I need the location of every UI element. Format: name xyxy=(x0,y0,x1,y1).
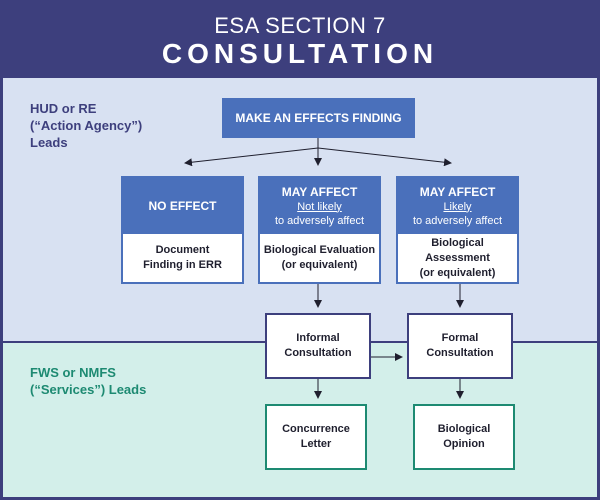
category-detail: to adversely affect xyxy=(274,214,365,227)
services-label: FWS or NMFS (“Services”) Leads xyxy=(30,364,180,398)
category-title: MAY AFFECT xyxy=(419,184,496,199)
header-banner: ESA SECTION 7 CONSULTATION xyxy=(0,0,600,78)
action-agency-label: HUD or RE (“Action Agency”) Leads xyxy=(30,100,180,151)
no-effect-box: NO EFFECT Document Finding in ERR xyxy=(121,176,244,284)
diagram-title: CONSULTATION xyxy=(161,38,439,69)
formal-consultation-box: Formal Consultation xyxy=(407,313,513,379)
services-label-line: (“Services”) Leads xyxy=(30,382,147,397)
action-agency-label-line: Leads xyxy=(30,135,68,150)
category-body-line: (or equivalent) xyxy=(281,259,358,271)
consultation-label-line: Consultation xyxy=(426,347,494,359)
category-body: Biological Assessment (or equivalent) xyxy=(398,234,517,282)
category-qualifier: Likely xyxy=(443,200,472,213)
category-body-line: (or equivalent) xyxy=(419,266,496,279)
concurrence-letter-box: Concurrence Letter xyxy=(265,404,367,470)
category-body-line: Biological Evaluation xyxy=(263,244,376,256)
category-qualifier: Not likely xyxy=(297,200,342,213)
action-agency-label-line: (“Action Agency”) xyxy=(30,118,143,133)
category-head: MAY AFFECT Not likely to adversely affec… xyxy=(260,178,379,234)
services-label-line: FWS or NMFS xyxy=(30,365,116,380)
consultation-label-line: Informal xyxy=(296,332,340,344)
category-body-line: Document xyxy=(155,244,210,256)
may-affect-not-likely-box: MAY AFFECT Not likely to adversely affec… xyxy=(258,176,381,284)
consultation-label-line: Consultation xyxy=(284,347,352,359)
category-head: NO EFFECT xyxy=(123,178,242,234)
category-body-line: Finding in ERR xyxy=(143,259,222,271)
biological-opinion-box: Biological Opinion xyxy=(413,404,515,470)
effects-finding-label: MAKE AN EFFECTS FINDING xyxy=(235,110,402,125)
diagram-subtitle: ESA SECTION 7 xyxy=(214,13,386,38)
outcome-label-line: Concurrence xyxy=(282,423,350,435)
outcome-label-line: Opinion xyxy=(443,438,485,450)
may-affect-likely-box: MAY AFFECT Likely to adversely affect Bi… xyxy=(396,176,519,284)
category-detail: to adversely affect xyxy=(412,214,503,227)
action-agency-label-line: HUD or RE xyxy=(30,101,97,116)
category-body: Biological Evaluation (or equivalent) xyxy=(260,234,379,282)
category-body-line: Biological Assessment xyxy=(425,236,490,264)
effects-finding-box: MAKE AN EFFECTS FINDING xyxy=(222,98,415,138)
informal-consultation-box: Informal Consultation xyxy=(265,313,371,379)
category-head: MAY AFFECT Likely to adversely affect xyxy=(398,178,517,234)
outcome-label-line: Biological xyxy=(437,423,491,435)
outcome-label-line: Letter xyxy=(300,438,332,450)
consultation-label-line: Formal xyxy=(441,332,479,344)
category-title: MAY AFFECT xyxy=(281,184,358,199)
category-title: NO EFFECT xyxy=(148,198,217,213)
category-body: Document Finding in ERR xyxy=(123,234,242,282)
